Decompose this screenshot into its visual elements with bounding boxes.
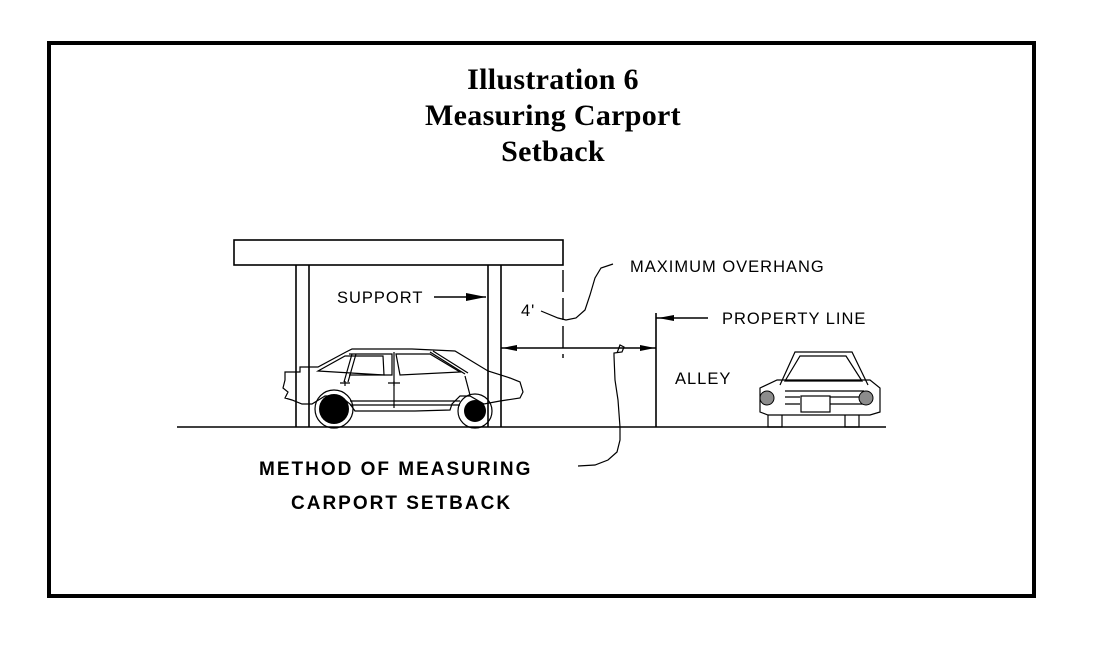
overhang-distance-label: 4' [521,302,535,320]
dimension-right-arrowhead-icon [640,345,655,351]
maximum-overhang-label: MAXIMUM OVERHANG [630,258,825,276]
method-leader-line [577,344,625,467]
front-wheel-icon [464,400,486,422]
title-line-1: Illustration 6 [467,63,639,96]
property-line-arrowhead-icon [658,315,674,321]
left-headlight-icon [759,390,775,406]
method-caption-line-1: METHOD OF MEASURING [259,459,532,480]
car-front-icon [759,351,881,428]
left-support-post [295,265,310,427]
right-headlight-icon [858,390,874,406]
method-caption-line-2: CARPORT SETBACK [291,493,512,514]
rear-wheel-icon [319,394,349,424]
support-label: SUPPORT [337,289,423,307]
carport-roof [233,239,564,266]
support-arrowhead-icon [466,293,486,301]
illustration-frame [47,41,1036,598]
rear-wheel-arch [314,389,354,429]
sedan-side-icon [282,348,524,412]
dimension-left-arrowhead-icon [502,345,517,351]
front-wheel-arch [457,393,493,429]
property-line-label: PROPERTY LINE [722,310,866,328]
alley-label: ALLEY [675,370,731,388]
title-line-2: Measuring Carport [425,99,681,132]
title-line-3: Setback [501,135,605,168]
overhang-leader-line [540,263,614,321]
